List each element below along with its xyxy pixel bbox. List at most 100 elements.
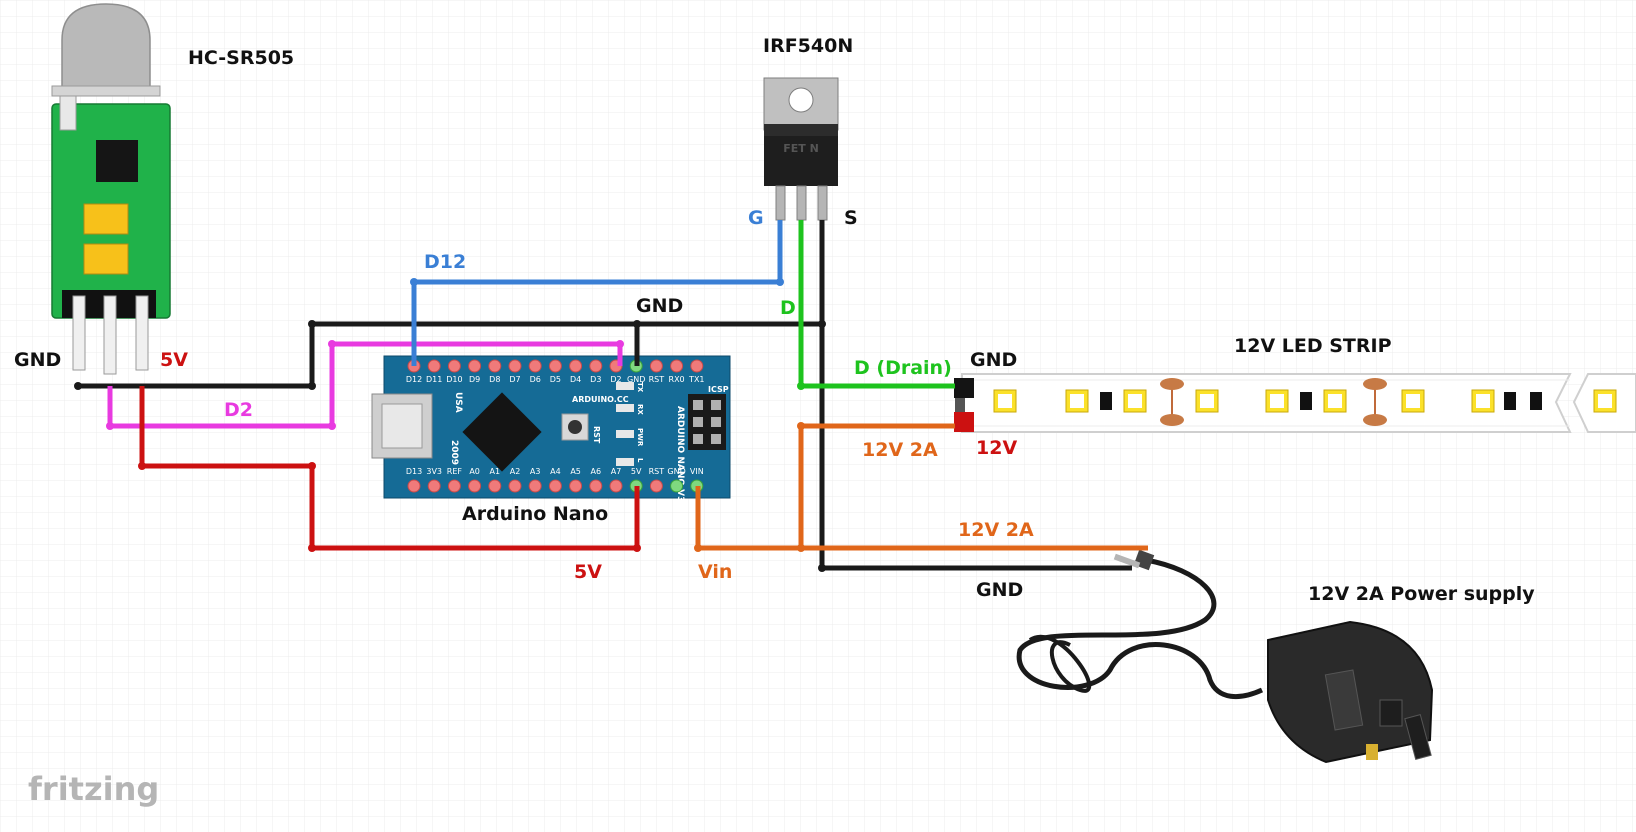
- power-supply-cable-loop: [1028, 635, 1092, 693]
- wire-junctions: [74, 278, 826, 572]
- pir-pin-out: [103, 295, 117, 375]
- arduino-top-pin-d8[interactable]: [488, 359, 502, 373]
- pir-gnd-label: GND: [14, 349, 61, 371]
- arduino-top-pin-d3[interactable]: [589, 359, 603, 373]
- arduino-title: Arduino Nano: [462, 503, 608, 525]
- arduino-bottom-pin-label: REF: [447, 467, 463, 476]
- arduino-bottom-pin-label: A5: [570, 467, 581, 476]
- pir-dome-base: [51, 85, 161, 97]
- wire-gnd-top-label: GND: [636, 295, 683, 317]
- wire-gnd-supply-label: GND: [976, 579, 1023, 601]
- led-strip[interactable]: [954, 373, 1636, 433]
- arduino-top-pin-rst[interactable]: [649, 359, 663, 373]
- arduino-board-text-year: 2009: [449, 440, 459, 465]
- arduino-led-pwr: [616, 430, 634, 438]
- arduino-bottom-pin-a7[interactable]: [609, 479, 623, 493]
- arduino-bottom-pin-gnd[interactable]: [670, 479, 684, 493]
- arduino-top-pin-d9[interactable]: [468, 359, 482, 373]
- arduino-top-pin-tx1[interactable]: [690, 359, 704, 373]
- wire-5v[interactable]: [139, 386, 640, 551]
- arduino-board-text-cc: ARDUINO.CC: [572, 395, 629, 404]
- led-strip-gnd-pad[interactable]: [954, 378, 974, 398]
- wire-vin-label: Vin: [698, 561, 732, 583]
- wire-gnd-top[interactable]: [78, 321, 822, 389]
- arduino-top-pin-label: D5: [550, 375, 561, 384]
- arduino-board-text-rx: RX: [636, 404, 644, 415]
- arduino-usb-inner: [381, 403, 423, 449]
- arduino-top-pin-label: D3: [590, 375, 601, 384]
- arduino-top-pin-label: RX0: [669, 375, 685, 384]
- pir-5v-label: 5V: [160, 349, 188, 371]
- arduino-bottom-pin-label: 5V: [631, 467, 642, 476]
- arduino-bottom-pin-a1[interactable]: [488, 479, 502, 493]
- mosfet-tab-hole: [788, 87, 814, 113]
- arduino-bottom-pin-a2[interactable]: [508, 479, 522, 493]
- pir-chip: [96, 140, 138, 182]
- arduino-board-text-name: ARDUINO NANO V3.0: [675, 406, 685, 512]
- wire-drain-mosfet-label: D: [780, 297, 796, 319]
- arduino-top-pin-d4[interactable]: [569, 359, 583, 373]
- power-supply-plug-pin-3: [1366, 744, 1378, 760]
- arduino-board-text-rst: RST: [592, 426, 601, 444]
- arduino-top-pin-rx0[interactable]: [670, 359, 684, 373]
- arduino-bottom-pin-label: RST: [649, 467, 665, 476]
- arduino-top-pin-label: D2: [610, 375, 621, 384]
- wire-d2-label: D2: [224, 399, 253, 421]
- arduino-top-pin-d6[interactable]: [528, 359, 542, 373]
- arduino-board-text-usa: USA: [453, 392, 463, 413]
- arduino-nano[interactable]: ARDUINO.CC ARDUINO NANO V3.0 ICSP USA 20…: [371, 355, 731, 512]
- wire-drain-strip-label: D (Drain): [854, 357, 952, 379]
- arduino-reset-knob: [568, 420, 582, 434]
- led-strip-title: 12V LED STRIP: [1234, 335, 1392, 357]
- mosfet[interactable]: FET N: [763, 77, 839, 221]
- arduino-bottom-pin-a5[interactable]: [569, 479, 583, 493]
- arduino-bottom-pin-d13[interactable]: [407, 479, 421, 493]
- led-strip-gnd-label: GND: [970, 349, 1017, 371]
- arduino-bottom-pin-label: A6: [591, 467, 602, 476]
- arduino-bottom-pin-label: A4: [550, 467, 561, 476]
- arduino-bottom-pin-ref[interactable]: [447, 479, 461, 493]
- power-supply[interactable]: [1016, 549, 1434, 764]
- arduino-bottom-pin-label: A1: [490, 467, 501, 476]
- arduino-bottom-pin-label: A0: [469, 467, 480, 476]
- arduino-bottom-pin-a0[interactable]: [468, 479, 482, 493]
- arduino-board-text-tx: TX: [636, 382, 644, 393]
- arduino-bottom-pin-rst[interactable]: [649, 479, 663, 493]
- arduino-top-pin-label: D6: [530, 375, 541, 384]
- wire-12v-strip-label: 12V 2A: [862, 439, 938, 461]
- arduino-top-pin-d7[interactable]: [508, 359, 522, 373]
- arduino-top-pin-label: D8: [489, 375, 500, 384]
- arduino-bottom-pin-a6[interactable]: [589, 479, 603, 493]
- arduino-board-text-icsp: ICSP: [708, 385, 729, 394]
- mosfet-leg-g: [775, 185, 786, 221]
- arduino-top-pin-label: TX1: [688, 375, 704, 384]
- arduino-top-pin-d10[interactable]: [447, 359, 461, 373]
- arduino-bottom-pin-label: A3: [530, 467, 541, 476]
- arduino-mcu-chip: [462, 392, 542, 472]
- arduino-top-pin-d11[interactable]: [427, 359, 441, 373]
- arduino-bottom-pin-label: VIN: [690, 467, 704, 476]
- arduino-bottom-pin-label: 3V3: [426, 467, 442, 476]
- arduino-led-tx: [616, 382, 634, 390]
- arduino-bottom-pin-label: GND: [667, 467, 685, 476]
- arduino-top-pin-label: D4: [570, 375, 581, 384]
- arduino-led-l: [616, 458, 634, 466]
- arduino-top-pin-d5[interactable]: [548, 359, 562, 373]
- arduino-bottom-pin-3v3[interactable]: [427, 479, 441, 493]
- mosfet-body-text: FET N: [783, 142, 819, 155]
- arduino-top-pin-label: D7: [509, 375, 520, 384]
- wire-d12-label: D12: [424, 251, 466, 273]
- wire-d12[interactable]: [411, 220, 783, 366]
- arduino-reset-button[interactable]: [561, 413, 589, 441]
- arduino-top-pin-label: RST: [649, 375, 665, 384]
- pir-dome: [61, 3, 151, 89]
- arduino-bottom-pin-label: A7: [611, 467, 622, 476]
- arduino-bottom-pin-label: D13: [406, 467, 422, 476]
- led-strip-12v-pad[interactable]: [954, 412, 974, 432]
- arduino-bottom-pin-a3[interactable]: [528, 479, 542, 493]
- arduino-bottom-pin-a4[interactable]: [548, 479, 562, 493]
- power-supply-plug-pin-2: [1404, 714, 1432, 760]
- pir-sensor[interactable]: [51, 3, 171, 375]
